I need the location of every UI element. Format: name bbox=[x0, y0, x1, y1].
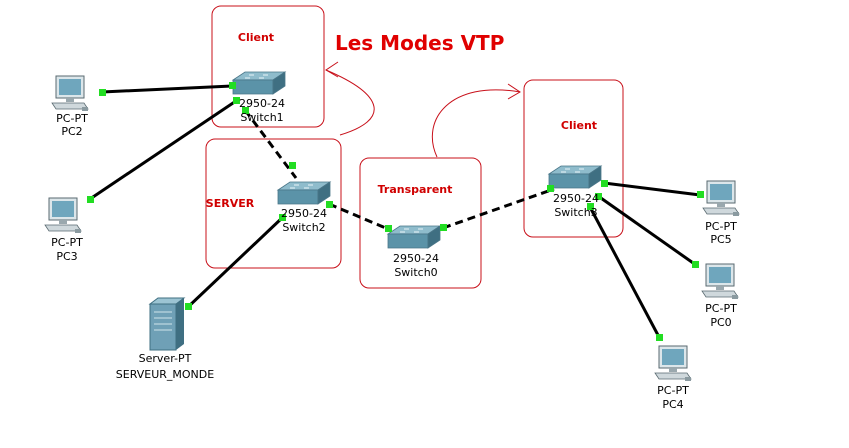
diagram-title: Les Modes VTP bbox=[335, 31, 504, 55]
zone-label-client1: Client bbox=[238, 31, 274, 44]
pc5-name: PC5 bbox=[710, 233, 731, 246]
link-pc3-switch1[interactable] bbox=[89, 99, 237, 201]
pc3-model: PC-PT bbox=[51, 236, 83, 249]
pc0-model: PC-PT bbox=[705, 302, 737, 315]
link-switch0-switch3[interactable] bbox=[442, 187, 555, 230]
pc4-icon[interactable] bbox=[654, 345, 692, 382]
zone-client1 bbox=[211, 5, 325, 128]
zone-transparent bbox=[359, 157, 482, 289]
switch2-name: Switch2 bbox=[282, 221, 325, 234]
link-switch3-pc4[interactable] bbox=[588, 206, 661, 338]
port-indicators bbox=[87, 82, 704, 341]
switch3-name: Switch3 bbox=[554, 206, 597, 219]
pc0-icon[interactable] bbox=[701, 263, 739, 300]
pc5-icon[interactable] bbox=[702, 180, 740, 217]
pc3-icon[interactable] bbox=[44, 197, 82, 234]
switch2-icon[interactable] bbox=[277, 181, 331, 205]
pc5-model: PC-PT bbox=[705, 220, 737, 233]
switch2-model: 2950-24 bbox=[281, 207, 327, 220]
zone-label-server: SERVER bbox=[206, 197, 255, 210]
link-switch3-pc5[interactable] bbox=[603, 181, 701, 197]
link-switch2-switch0[interactable] bbox=[328, 202, 389, 231]
switch0-name: Switch0 bbox=[394, 266, 437, 279]
switch1-model: 2950-24 bbox=[239, 97, 285, 110]
link-pc2-switch1[interactable] bbox=[101, 84, 233, 94]
pc2-name: PC2 bbox=[61, 125, 82, 138]
switch0-icon[interactable] bbox=[387, 225, 441, 249]
pc2-model: PC-PT bbox=[56, 112, 88, 125]
zone-label-transparent: Transparent bbox=[378, 183, 453, 196]
zone-label-client2: Client bbox=[561, 119, 597, 132]
arrow-head-client2 bbox=[507, 83, 521, 100]
switch1-name: Switch1 bbox=[240, 111, 283, 124]
switch3-model: 2950-24 bbox=[553, 192, 599, 205]
link-switch2-server[interactable] bbox=[186, 216, 284, 309]
arrow-head-client1 bbox=[325, 61, 339, 78]
pc4-name: PC4 bbox=[662, 398, 683, 411]
pc0-name: PC0 bbox=[710, 316, 731, 329]
arrow-server-to-client1 bbox=[325, 69, 375, 136]
server-name: SERVEUR_MONDE bbox=[116, 368, 214, 381]
server-icon[interactable] bbox=[148, 297, 186, 351]
zone-server bbox=[205, 138, 342, 269]
switch0-model: 2950-24 bbox=[393, 252, 439, 265]
server-model: Server-PT bbox=[139, 352, 192, 365]
pc3-name: PC3 bbox=[56, 250, 77, 263]
link-switch1-switch2[interactable] bbox=[243, 109, 298, 179]
zone-client2 bbox=[523, 79, 624, 238]
pc4-model: PC-PT bbox=[657, 384, 689, 397]
switch1-icon[interactable] bbox=[232, 71, 286, 95]
arrow-server-to-client2 bbox=[431, 89, 521, 158]
pc2-icon[interactable] bbox=[51, 75, 89, 112]
link-switch3-pc0[interactable] bbox=[597, 194, 697, 267]
switch3-icon[interactable] bbox=[548, 165, 602, 189]
